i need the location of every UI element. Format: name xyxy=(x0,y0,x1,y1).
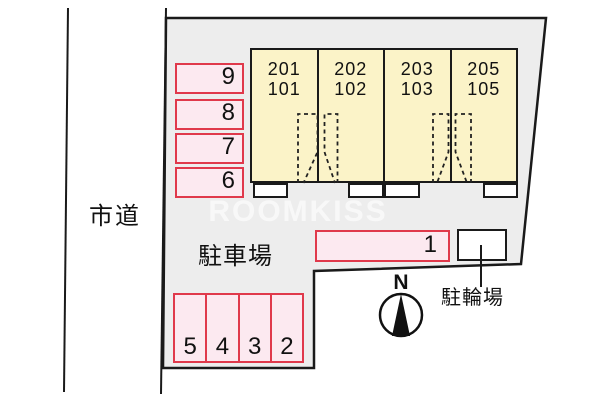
parking-row-bottom: 5 4 3 2 xyxy=(173,293,304,363)
parking-space-3: 3 xyxy=(237,295,270,361)
unit-205-105: 205 105 xyxy=(449,50,517,181)
unit-lower-number: 105 xyxy=(467,79,501,99)
parking-space-4: 4 xyxy=(205,295,237,361)
parking-area-label: 駐車場 xyxy=(198,243,273,270)
parking-space-number: 5 xyxy=(183,333,197,360)
bicycle-parking-box xyxy=(457,229,507,261)
parking-space-number: 6 xyxy=(221,167,235,194)
parking-space-number: 3 xyxy=(247,333,262,360)
parking-space-7: 7 xyxy=(175,133,244,164)
parking-space-number: 4 xyxy=(215,333,230,360)
unit-lower-number: 103 xyxy=(400,79,434,99)
unit-203-103: 203 103 xyxy=(383,50,450,181)
unit-upper-number: 205 xyxy=(467,59,501,79)
unit-lower-number: 101 xyxy=(267,79,301,99)
parking-space-number: 7 xyxy=(221,133,235,160)
site-left-boundary-line xyxy=(160,7,167,395)
road-label: 市道 xyxy=(89,203,141,230)
parking-space-5: 5 xyxy=(175,295,205,361)
entrance-stoop-3 xyxy=(384,183,420,198)
unit-202-102: 202 102 xyxy=(316,50,384,181)
road-edge-line xyxy=(63,7,69,393)
parking-space-8: 8 xyxy=(175,99,244,130)
parking-space-number: 9 xyxy=(221,63,235,90)
parking-space-9: 9 xyxy=(175,63,244,94)
bicycle-area-label: 駐輪場 xyxy=(441,287,504,309)
entrance-stoop-2 xyxy=(348,183,384,198)
apartment-building: 201 101 202 102 203 103 205 105 xyxy=(250,48,518,183)
parking-space-6: 6 xyxy=(175,167,244,198)
unit-201-101: 201 101 xyxy=(252,50,317,181)
compass-n-label: N xyxy=(393,271,409,294)
parking-space-number: 1 xyxy=(423,231,437,258)
parking-space-1: 1 xyxy=(315,230,450,262)
entrance-stoop-4 xyxy=(483,183,518,198)
unit-upper-number: 202 xyxy=(334,59,368,79)
parking-space-number: 2 xyxy=(280,333,294,360)
parking-space-2: 2 xyxy=(269,295,302,361)
unit-upper-number: 201 xyxy=(267,59,301,79)
unit-lower-number: 102 xyxy=(334,79,368,99)
unit-upper-number: 203 xyxy=(400,59,434,79)
entrance-stoop-1 xyxy=(253,183,288,198)
parking-space-number: 8 xyxy=(221,99,235,126)
